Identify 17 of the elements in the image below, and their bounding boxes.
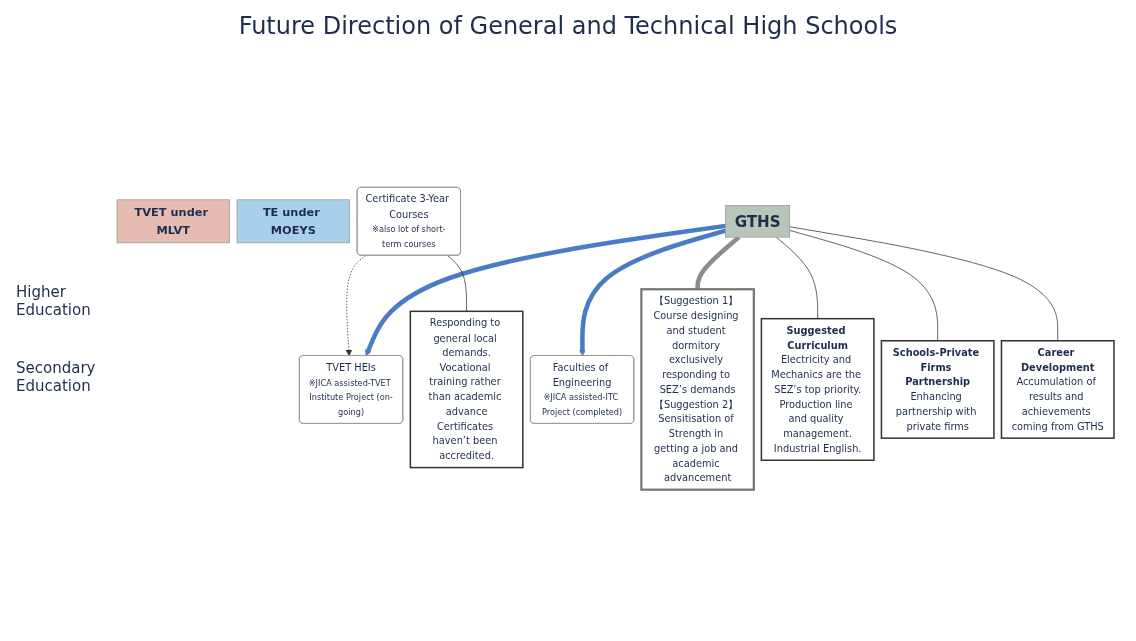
arrow [365,223,726,357]
node-box: TVET under MLVT [116,199,230,244]
node-box: Responding to general local demands. Vocational training rather than academic advance Certificates haven’t been accredited. [409,310,524,469]
node-box: Career Development Accumulation of results and achievements coming from GTHS [1000,340,1115,439]
node-box: Schools-Private Firms Partnership Enhancing partnership with private firms [880,340,995,439]
node-box: GTHS [725,205,791,238]
connector [775,236,818,320]
slide-title: Future Direction of General and Technical High Schools [237,12,899,40]
level-label: Secondary Education [16,358,97,395]
node-box: Suggested Curriculum Electricity and Mechanics are the SEZ’s top priority. Production line and quality management. Industrial English. [760,317,875,461]
level-label: Higher Education [16,282,92,319]
node-box: TE under MOEYS [236,199,350,244]
arrow [579,228,727,357]
node-box: 【Suggestion 1】 Course designing and student dormitory exclusively responding to SEZ’s demands 【Suggestion 2】 Sensitisation of Strength in getting a job and academic advancement [640,288,755,491]
connector [447,255,467,312]
connector [789,230,939,342]
connector [789,226,1059,342]
